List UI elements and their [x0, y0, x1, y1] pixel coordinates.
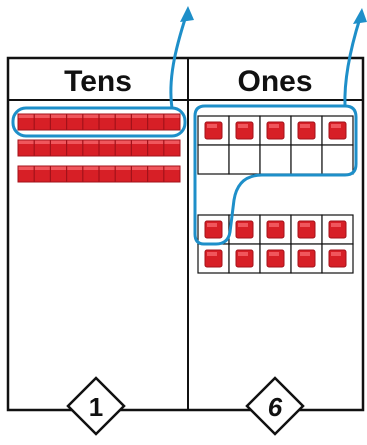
tens-count-badge: 1	[66, 376, 126, 436]
unit-cube	[204, 121, 223, 140]
unit-cube	[266, 220, 285, 239]
tens-arrow-line	[169, 15, 188, 109]
ones-group-loop	[193, 104, 358, 246]
frame-cell	[197, 144, 230, 175]
ones-count-badge: 6	[245, 376, 305, 436]
tens-arrow-head-icon	[180, 6, 194, 22]
tens-rod	[17, 139, 181, 157]
ones-arrow-line	[343, 17, 362, 107]
unit-cube	[328, 249, 347, 268]
tens-rods	[17, 113, 181, 183]
ones-frames	[197, 115, 354, 274]
unit-cube	[204, 249, 223, 268]
ones-ten-frame-top	[197, 115, 354, 175]
ones-arrow-head-icon	[353, 8, 367, 24]
unit-cube	[328, 220, 347, 239]
tens-rod	[17, 165, 181, 183]
unit-cube	[328, 121, 347, 140]
unit-cube	[235, 220, 254, 239]
unit-cube	[266, 249, 285, 268]
frame-cell	[321, 144, 354, 175]
tens-count-diamond	[66, 376, 126, 436]
tens-count: 1	[89, 392, 103, 422]
ones-header: Ones	[237, 65, 312, 98]
unit-cube	[235, 249, 254, 268]
unit-cube	[297, 249, 316, 268]
tens-header: Tens	[64, 65, 132, 98]
ones-ten-frame-bottom	[197, 214, 354, 274]
tens-group-loop	[11, 106, 187, 138]
tens-rod	[17, 113, 181, 131]
frame-cell	[290, 144, 323, 175]
ones-count-diamond	[245, 376, 305, 436]
unit-cube	[266, 121, 285, 140]
unit-cube	[235, 121, 254, 140]
frame-cell	[228, 144, 261, 175]
unit-cube	[204, 220, 223, 239]
frame-cell	[259, 144, 292, 175]
regroup-annotations	[11, 6, 367, 246]
ones-count: 6	[268, 392, 283, 422]
unit-cube	[297, 121, 316, 140]
unit-cube	[297, 220, 316, 239]
